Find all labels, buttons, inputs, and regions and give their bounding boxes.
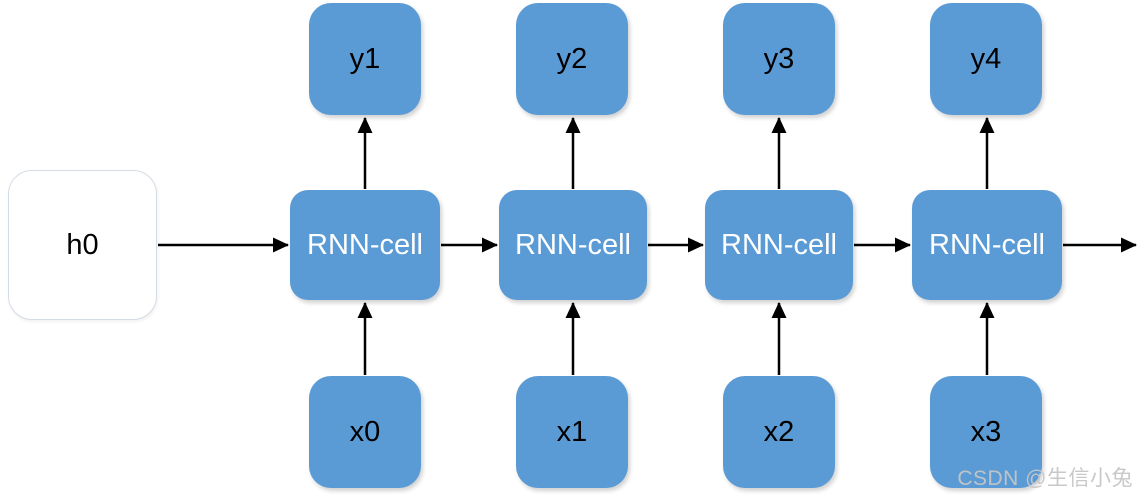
node-x0: x0 [309,376,421,488]
node-y4: y4 [930,3,1042,115]
node-y1: y1 [309,3,421,115]
node-rnn-cell-3: RNN-cell [705,190,853,300]
node-y2: y2 [516,3,628,115]
node-x3: x3 [930,376,1042,488]
node-h0: h0 [8,170,157,320]
node-rnn-cell-1: RNN-cell [290,190,440,300]
node-rnn-cell-2: RNN-cell [499,190,647,300]
csdn-watermark: CSDN @生信小兔 [957,467,1133,490]
node-x2: x2 [723,376,835,488]
node-x1: x1 [516,376,628,488]
node-y3: y3 [723,3,835,115]
node-rnn-cell-4: RNN-cell [912,190,1062,300]
